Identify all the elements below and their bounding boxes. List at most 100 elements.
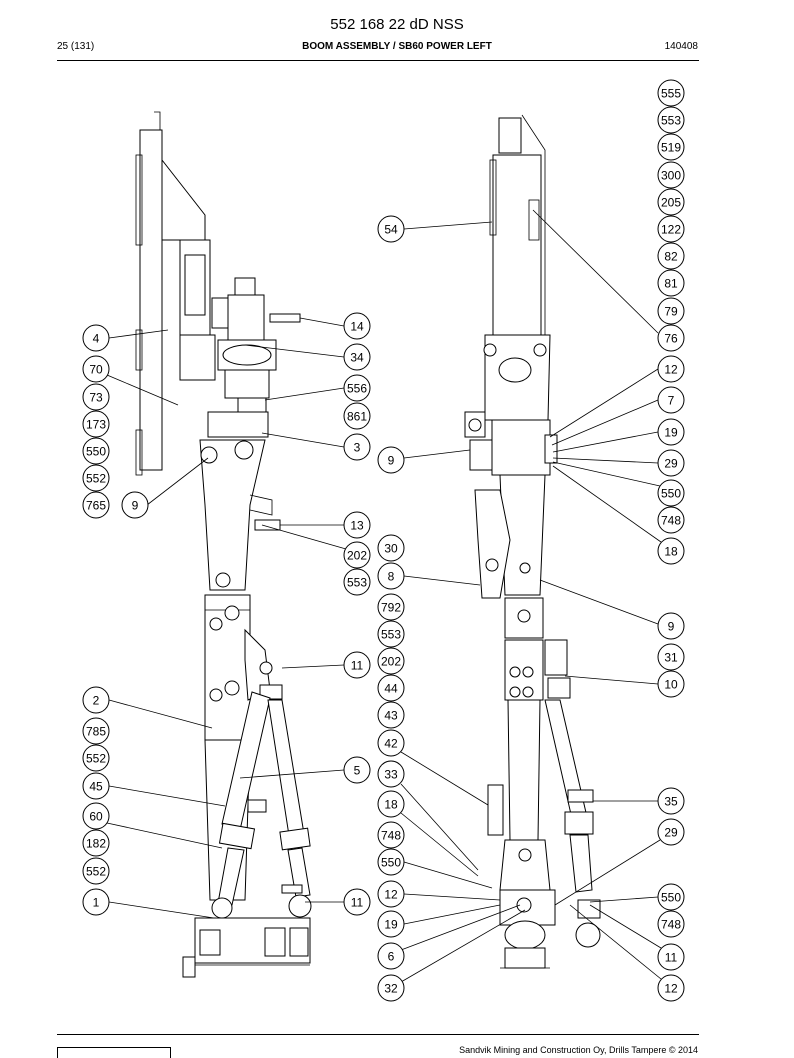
callout-label: 43 (384, 709, 398, 723)
callout-205: 205 (657, 188, 685, 216)
callout-label: 19 (384, 918, 398, 932)
callout-label: 6 (388, 950, 395, 964)
callout-9: 9 (657, 612, 685, 640)
callout-label: 10 (664, 678, 678, 692)
callout-label: 182 (86, 837, 106, 851)
callout-label: 748 (381, 829, 401, 843)
callout-550: 550 (82, 437, 110, 465)
callout-circle (657, 449, 685, 477)
callout-label: 31 (664, 651, 678, 665)
callout-29: 29 (657, 449, 685, 477)
footer-copyright: Sandvik Mining and Construction Oy, Dril… (459, 1045, 698, 1055)
callout-circle (343, 888, 371, 916)
callout-circle (657, 818, 685, 846)
callout-12: 12 (377, 880, 405, 908)
callout-label: 82 (664, 250, 678, 264)
callout-label: 553 (347, 576, 367, 590)
callout-76: 76 (657, 324, 685, 352)
left-boom-view (135, 111, 312, 978)
callout-label: 792 (381, 601, 401, 615)
callout-29: 29 (657, 818, 685, 846)
callout-30: 30 (377, 534, 405, 562)
callout-label: 748 (661, 514, 681, 528)
callout-label: 13 (350, 519, 364, 533)
callout-circle (657, 106, 685, 134)
callout-label: 54 (384, 223, 398, 237)
callout-circle (377, 848, 405, 876)
callout-label: 18 (664, 545, 678, 559)
callout-circle (657, 670, 685, 698)
callout-circle (82, 772, 110, 800)
callout-circle (657, 355, 685, 383)
callout-circle (657, 269, 685, 297)
callout-33: 33 (377, 760, 405, 788)
callout-circle (82, 744, 110, 772)
callout-circle (657, 188, 685, 216)
callout-circle (377, 701, 405, 729)
callout-label: 861 (347, 410, 367, 424)
callout-circle (82, 686, 110, 714)
callout-circle (657, 943, 685, 971)
callout-circle (121, 491, 149, 519)
callout-label: 42 (384, 737, 398, 751)
callout-label: 19 (664, 426, 678, 440)
callout-label: 553 (381, 628, 401, 642)
callout-label: 29 (664, 457, 678, 471)
callout-861: 861 (343, 402, 371, 430)
callout-circle (377, 215, 405, 243)
callout-circle (657, 612, 685, 640)
callout-circle (657, 479, 685, 507)
callout-label: 555 (661, 87, 681, 101)
callout-7: 7 (657, 386, 685, 414)
callout-550: 550 (657, 883, 685, 911)
callout-circle (377, 729, 405, 757)
callout-label: 748 (661, 918, 681, 932)
callout-label: 2 (93, 694, 100, 708)
callout-circle (82, 437, 110, 465)
callout-8: 8 (377, 562, 405, 590)
callout-42: 42 (377, 729, 405, 757)
callout-label: 550 (661, 487, 681, 501)
callout-555: 555 (657, 79, 685, 107)
callout-35: 35 (657, 787, 685, 815)
callout-circle (657, 161, 685, 189)
callout-13: 13 (343, 511, 371, 539)
callout-173: 173 (82, 410, 110, 438)
callout-202: 202 (377, 647, 405, 675)
callout-552: 552 (82, 857, 110, 885)
callout-label: 1 (93, 896, 100, 910)
callout-circle (343, 343, 371, 371)
callout-circle (343, 568, 371, 596)
callout-circle (657, 910, 685, 938)
callout-circle (657, 787, 685, 815)
callout-2: 2 (82, 686, 110, 714)
callout-circle (377, 620, 405, 648)
callout-202: 202 (343, 541, 371, 569)
callout-82: 82 (657, 242, 685, 270)
callout-43: 43 (377, 701, 405, 729)
callout-519: 519 (657, 133, 685, 161)
callout-182: 182 (82, 829, 110, 857)
callout-122: 122 (657, 215, 685, 243)
callout-550: 550 (657, 479, 685, 507)
callout-label: 60 (89, 810, 103, 824)
callout-circle (343, 511, 371, 539)
callout-circle (657, 297, 685, 325)
callout-553: 553 (377, 620, 405, 648)
callout-label: 550 (661, 891, 681, 905)
callout-label: 552 (86, 752, 106, 766)
callout-12: 12 (657, 974, 685, 1002)
callout-73: 73 (82, 383, 110, 411)
callout-32: 32 (377, 974, 405, 1002)
callout-14: 14 (343, 312, 371, 340)
callout-10: 10 (657, 670, 685, 698)
callout-label: 4 (93, 332, 100, 346)
callout-label: 202 (347, 549, 367, 563)
callout-circle (82, 383, 110, 411)
callout-circle (377, 760, 405, 788)
callout-label: 18 (384, 798, 398, 812)
callout-9: 9 (121, 491, 149, 519)
callout-11: 11 (343, 888, 371, 916)
callout-5: 5 (343, 756, 371, 784)
callout-label: 12 (664, 363, 678, 377)
